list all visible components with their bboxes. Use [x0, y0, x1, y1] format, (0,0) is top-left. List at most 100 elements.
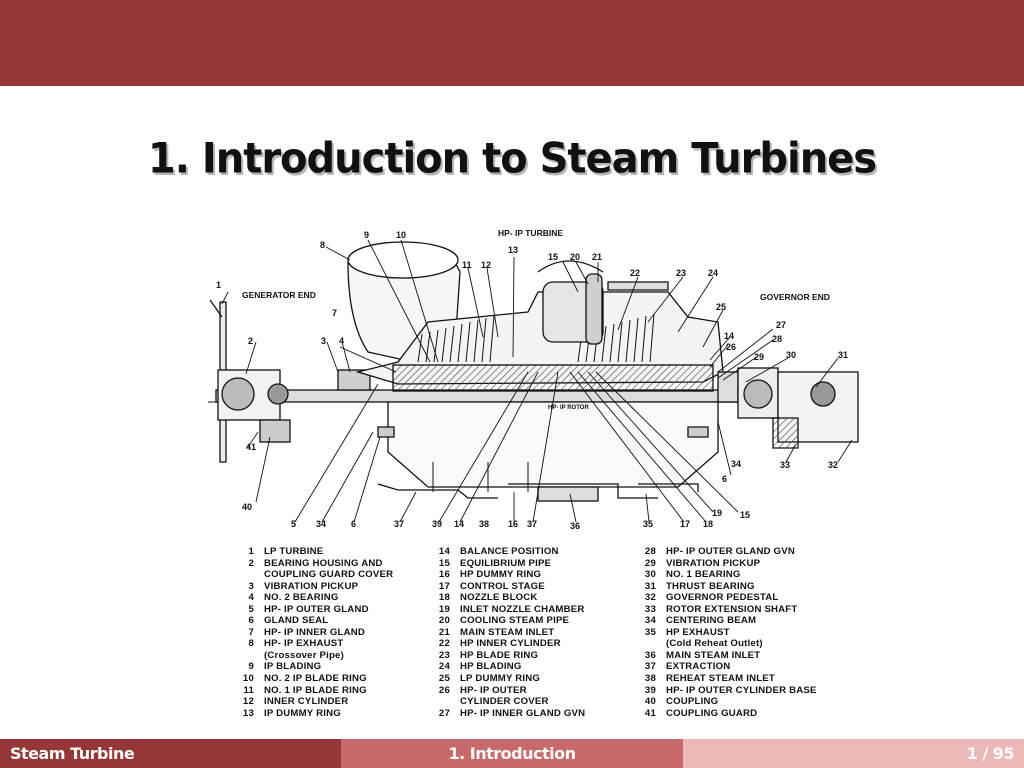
callout-18: 18 [703, 519, 713, 529]
label-hp-ip-rotor: HP- IP ROTOR [548, 405, 589, 411]
callout-10: 10 [396, 230, 406, 240]
footer-page-number: 1 / 95 [683, 739, 1024, 768]
callout-35: 35 [643, 519, 653, 529]
callout-38: 38 [479, 519, 489, 529]
legend-item: (Crossover Pipe) [264, 649, 344, 661]
callout-12: 12 [481, 260, 491, 270]
callout-31: 31 [838, 350, 848, 360]
callout-26: 26 [726, 342, 736, 352]
footer-bar: Steam Turbine 1. Introduction 1 / 95 [0, 739, 1024, 768]
callout-16: 16 [508, 519, 518, 529]
callout-8: 8 [320, 240, 325, 250]
callout-30: 30 [786, 350, 796, 360]
callout-34a: 34 [731, 459, 741, 469]
callout-25: 25 [716, 302, 726, 312]
callout-40: 40 [242, 502, 252, 512]
callout-11: 11 [462, 260, 472, 270]
label-hp-ip-turbine: HP- IP TURBINE [498, 228, 563, 238]
callout-32: 32 [828, 460, 838, 470]
callout-4: 4 [339, 336, 344, 346]
callout-20: 20 [570, 252, 580, 262]
callout-13: 13 [508, 245, 518, 255]
callout-36: 36 [570, 521, 580, 531]
header-bar [0, 0, 1024, 86]
callout-19: 19 [712, 508, 722, 518]
callout-15a: 15 [548, 252, 558, 262]
callout-1: 1 [216, 280, 221, 290]
callout-14a: 14 [724, 331, 734, 341]
label-generator-end: GENERATOR END [242, 290, 316, 300]
callout-39: 39 [432, 519, 442, 529]
callout-15b: 15 [740, 510, 750, 520]
callout-17: 17 [680, 519, 690, 529]
legend-item: COUPLING GUARD COVER [264, 569, 394, 581]
callout-6b: 6 [722, 474, 727, 484]
callout-37a: 37 [394, 519, 404, 529]
callout-23: 23 [676, 268, 686, 278]
slide-title: 1. Introduction to Steam Turbines [147, 134, 877, 184]
callout-7: 7 [332, 308, 337, 318]
legend-item: (Cold Reheat Outlet) [666, 638, 763, 650]
steam-turbine-diagram: HP- IP TURBINE GENERATOR END GOVERNOR EN… [208, 228, 859, 531]
callout-22: 22 [630, 268, 640, 278]
callout-2: 2 [248, 336, 253, 346]
label-governor-end: GOVERNOR END [760, 292, 830, 302]
callout-21: 21 [592, 252, 602, 262]
callout-37b: 37 [527, 519, 537, 529]
callout-27: 27 [776, 320, 786, 330]
callout-6: 6 [351, 519, 356, 529]
callout-3: 3 [321, 336, 326, 346]
callout-33: 33 [780, 460, 790, 470]
callout-34b: 34 [316, 519, 326, 529]
callout-28: 28 [772, 334, 782, 344]
callout-24: 24 [708, 268, 718, 278]
callout-29: 29 [754, 352, 764, 362]
callout-14b: 14 [454, 519, 464, 529]
legend-item: CYLINDER COVER [460, 696, 549, 708]
callout-41: 41 [246, 442, 256, 452]
callout-5: 5 [291, 519, 296, 529]
